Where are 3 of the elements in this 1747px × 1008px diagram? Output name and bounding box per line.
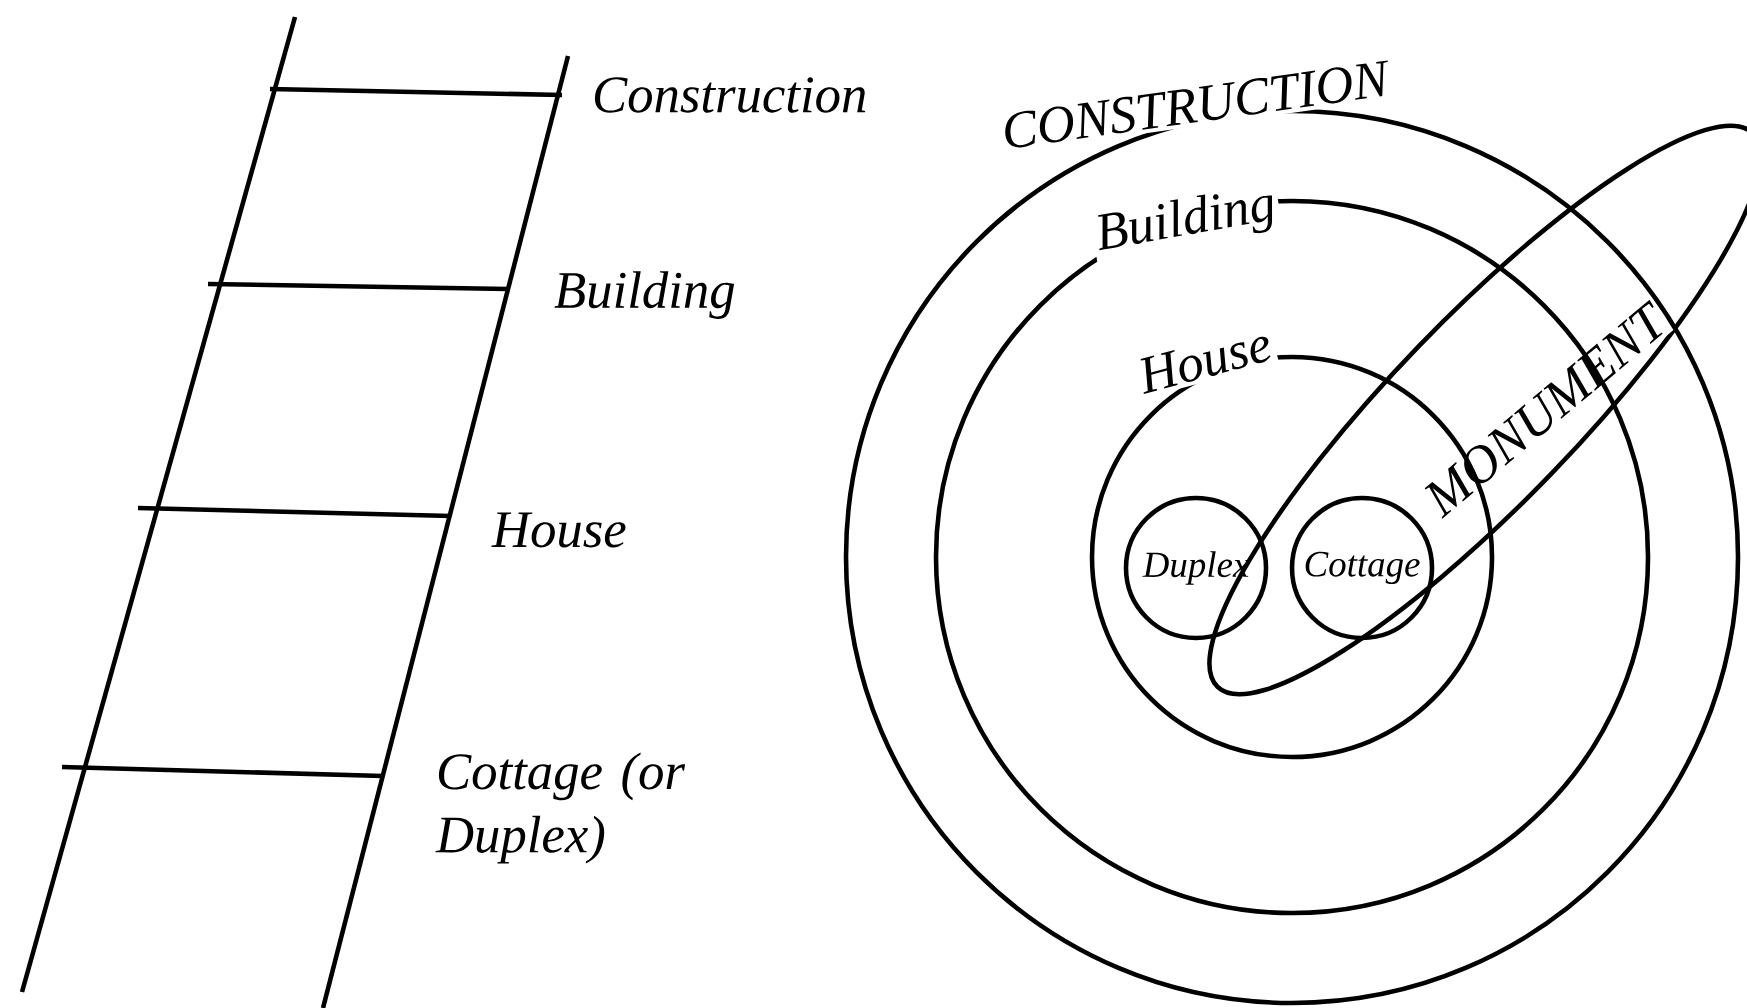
rung-label: Building (554, 271, 735, 319)
rung-label: Cottage (or Duplex) (435, 752, 686, 864)
rung-label: House (491, 512, 626, 548)
